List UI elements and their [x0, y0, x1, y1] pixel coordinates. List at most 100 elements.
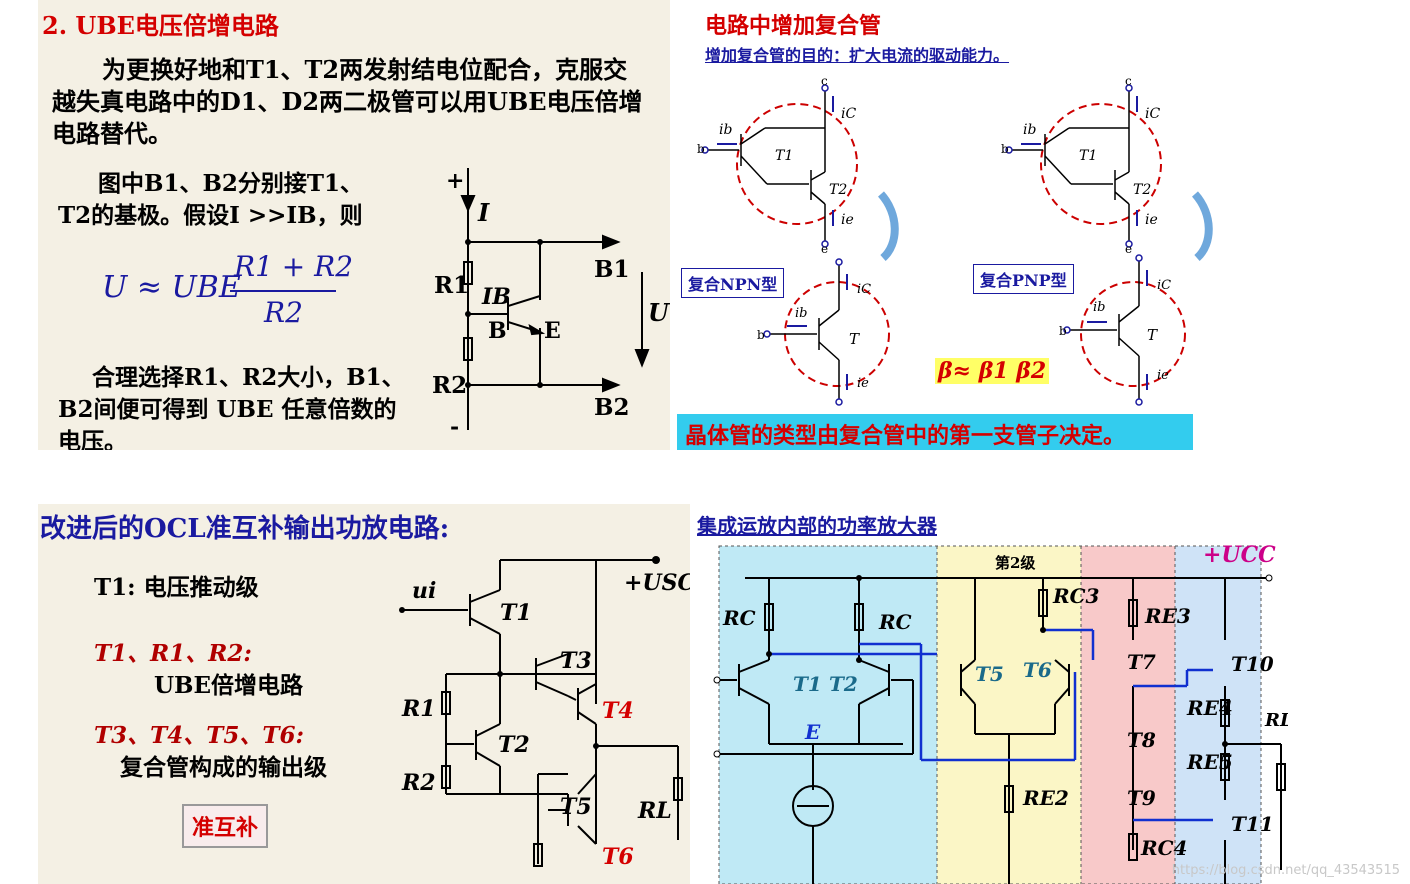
panel1-title: 2. UBE电压倍增电路	[42, 11, 279, 40]
multiplier-components: T1、R1、R2:	[94, 640, 252, 667]
para3-line2: B2间便可得到 UBE 任意倍数的	[58, 396, 397, 423]
pnp-c-label: c	[1125, 74, 1132, 88]
minus-terminal: -	[450, 414, 460, 440]
voltage-u-label: U	[648, 298, 669, 327]
para3-line3: 电压。	[58, 428, 127, 450]
pnp-e-label: e	[1125, 242, 1133, 256]
npn-equiv-b-label: b	[757, 328, 765, 342]
amp-t10-label: T10	[1231, 652, 1274, 676]
watermark: https://blog.csdn.net/qq_43543515	[1171, 863, 1400, 878]
formula-numerator: R1 + R2	[234, 250, 354, 283]
pnp-equiv-b-label: b	[1059, 324, 1067, 338]
r1-label: R1	[434, 272, 470, 299]
pnp-b-label: b	[1001, 142, 1009, 156]
npn-equiv-t-label: T	[849, 330, 860, 348]
beta-formula: β≈ β1 β2	[935, 358, 1050, 384]
base-b-label: B	[488, 318, 507, 344]
para1-line3: 电路替代。	[52, 119, 172, 148]
para2-line1: 图中B1、B2分别接T1、	[98, 170, 364, 197]
supply-usc-label: +USC	[624, 570, 690, 596]
re2-label: RE2	[1023, 786, 1069, 810]
ocl-r2-label: R2	[402, 770, 436, 796]
amp-t8-label: T8	[1127, 728, 1156, 752]
pnp-ic-label: iC	[1145, 106, 1161, 122]
ocl-t3-label: T3	[560, 648, 592, 674]
stage2-label: 第2级	[995, 554, 1036, 572]
panel2-conclusion: 晶体管的类型由复合管中的第一支管子决定。	[685, 423, 1126, 449]
rc4-label: RC4	[1141, 836, 1188, 860]
para3-line1: 合理选择R1、R2大小，B1、	[92, 364, 405, 391]
amp-t5-label: T5	[975, 662, 1004, 686]
npn-ie-label: ie	[841, 212, 854, 228]
pnp-equiv-t-label: T	[1147, 326, 1158, 344]
ocl-rl-label: RL	[638, 798, 672, 824]
output-desc: 复合管构成的输出级	[120, 754, 327, 781]
npn-t1-label: T1	[775, 148, 794, 164]
amp-t6-label: T6	[1023, 658, 1052, 682]
npn-equiv-ie-label: ie	[857, 376, 869, 391]
output-components: T3、T4、T5、T6:	[94, 722, 304, 749]
ocl-t2-label: T2	[498, 732, 530, 758]
pnp-equiv-ic-label: iC	[1157, 278, 1172, 293]
input-ui-label: ui	[412, 578, 437, 604]
formula-left: U ≈ UBE	[102, 270, 241, 305]
r2-label: R2	[432, 372, 468, 399]
plus-terminal: +	[446, 168, 465, 194]
para1-line2: 越失真电路中的D1、D2两二极管可以用UBE电压倍增	[52, 87, 643, 116]
ube-multiplier-circuit	[460, 168, 650, 430]
ucc-label: +UCC	[1203, 542, 1276, 568]
para1-line1: 为更换好地和T1、T2两发射结电位配合，克服交	[102, 55, 628, 84]
npn-compound-label: 复合NPN型	[681, 268, 785, 298]
ocl-t1-label: T1	[500, 600, 532, 626]
ib-label: IB	[482, 284, 511, 310]
emitter-e-label: E	[544, 318, 561, 344]
ocl-t5-label: T5	[560, 794, 592, 820]
b1-label: B1	[594, 256, 630, 283]
t1-driver-desc: T1: 电压推动级	[94, 574, 259, 601]
rc-left-label: RC	[723, 606, 756, 630]
panel3-title: 改进后的OCL准互补输出功放电路:	[40, 514, 450, 544]
amp-t9-label: T9	[1127, 786, 1156, 810]
b2-label: B2	[594, 394, 630, 421]
formula-denominator: R2	[264, 296, 303, 329]
multiplier-desc: UBE倍增电路	[154, 672, 304, 699]
amp-t1-label: T1	[793, 672, 822, 696]
panel-ube-multiplier: 2. UBE电压倍增电路 为更换好地和T1、T2两发射结电位配合，克服交 越失真…	[38, 0, 670, 450]
formula-fraction-bar	[230, 290, 336, 292]
panel-ocl-circuit: 改进后的OCL准互补输出功放电路: T1: 电压推动级 T1、R1、R2: UB…	[38, 504, 690, 884]
darlington-diagrams	[677, 84, 1213, 450]
amp-t7-label: T7	[1127, 650, 1156, 674]
npn-b-label: b	[697, 142, 705, 156]
rc3-label: RC3	[1053, 584, 1100, 608]
npn-t2-label: T2	[829, 182, 848, 198]
ocl-circuit-diagram	[399, 556, 683, 867]
pnp-ie-label: ie	[1145, 212, 1158, 228]
npn-ic-label: iC	[841, 106, 857, 122]
panel2-title: 电路中增加复合管	[705, 13, 882, 39]
quasi-complementary-box: 准互补	[182, 804, 269, 848]
npn-c-label: c	[821, 74, 828, 88]
pnp-equiv-ie-label: ie	[1157, 368, 1169, 383]
pnp-ib-label: ib	[1023, 122, 1037, 138]
re3-label: RE3	[1145, 604, 1191, 628]
amp-t11-label: T11	[1231, 812, 1274, 836]
panel4-title: 集成运放内部的功率放大器	[697, 514, 937, 538]
re5-label: RE5	[1187, 750, 1233, 774]
re4-label: RE4	[1187, 696, 1233, 720]
pnp-compound-label: 复合PNP型	[973, 264, 1074, 294]
amp-t2-label: T2	[829, 672, 858, 696]
opamp-power-amp-diagram	[713, 545, 1286, 884]
ocl-t6-label: T6	[602, 844, 634, 870]
panel-darlington: 电路中增加复合管 增加复合管的目的：扩大电流的驱动能力。	[677, 4, 1229, 450]
para2-line2: T2的基极。假设I >>IB，则	[58, 202, 363, 229]
npn-ib-label: ib	[719, 122, 733, 138]
pnp-t1-label: T1	[1079, 148, 1098, 164]
ocl-r1-label: R1	[402, 696, 436, 722]
ocl-t4-label: T4	[602, 698, 634, 724]
rc-right-label: RC	[879, 610, 912, 634]
panel-opamp-power-amp: 集成运放内部的功率放大器	[697, 510, 1288, 884]
pnp-equiv-ib-label: ib	[1093, 300, 1106, 315]
npn-equiv-ic-label: iC	[857, 282, 872, 297]
current-i-label: I	[478, 198, 490, 227]
emitter-node-label: E	[805, 720, 821, 744]
